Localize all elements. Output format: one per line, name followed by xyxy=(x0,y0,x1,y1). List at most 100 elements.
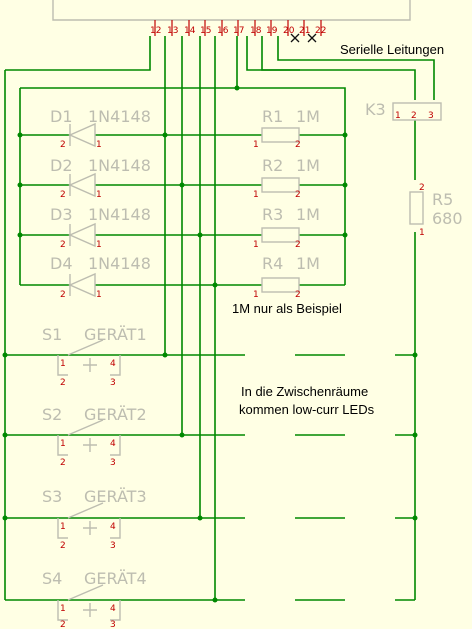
resistor-pin: 2 xyxy=(295,290,301,300)
resistor-value: 1M xyxy=(296,205,320,224)
switch-pin: 1 xyxy=(60,439,66,449)
switch-pin: 4 xyxy=(110,604,116,614)
switch-pin: 1 xyxy=(60,522,66,532)
note-gaps-line2: kommen low-curr LEDs xyxy=(239,402,375,417)
resistor-ref: R2 xyxy=(262,156,283,175)
switch-pin: 1 xyxy=(60,359,66,369)
diode-symbol xyxy=(68,222,96,248)
switch-pin: 4 xyxy=(110,439,116,449)
diode-d2: D2 1N4148 2 1 xyxy=(50,156,151,200)
k3-label: K3 xyxy=(365,100,386,119)
switch-pin: 2 xyxy=(60,541,66,551)
switch-pin: 2 xyxy=(60,620,66,629)
resistor-pin: 2 xyxy=(295,140,301,150)
diode-value: 1N4148 xyxy=(88,107,151,126)
diode-pin: 2 xyxy=(60,290,66,300)
resistor-value: 1M xyxy=(296,156,320,175)
resistor-body xyxy=(261,127,300,143)
pin-number: 16 xyxy=(217,26,229,36)
diode-pin: 1 xyxy=(96,240,102,250)
diode-symbol xyxy=(68,172,96,198)
k3-body xyxy=(392,102,442,121)
pin-number: 18 xyxy=(250,26,262,36)
diode-value: 1N4148 xyxy=(88,205,151,224)
diode-pin: 1 xyxy=(96,290,102,300)
diode-symbol xyxy=(68,272,96,298)
resistor-body xyxy=(261,177,300,193)
resistor-pin: 2 xyxy=(295,190,301,200)
switch-name: GERÄT4 xyxy=(84,569,147,588)
switch-name: GERÄT2 xyxy=(84,405,147,424)
diode-ref: D2 xyxy=(50,156,73,175)
diode-d4: D4 1N4148 2 1 xyxy=(50,254,151,300)
switch-pin: 3 xyxy=(110,541,116,551)
resistor-ref: R4 xyxy=(262,254,283,273)
switch-s1: S1 GERÄT1 1 4 2 3 xyxy=(42,325,147,388)
pin-number: 19 xyxy=(266,26,278,36)
resistor-body xyxy=(261,277,300,293)
r5-ref: R5 xyxy=(432,190,453,209)
resistor-pin: 1 xyxy=(253,140,259,150)
switch-pin: 4 xyxy=(110,359,116,369)
note-1m-example: 1M nur als Beispiel xyxy=(232,301,342,316)
connector-header: 12 13 14 15 16 17 18 19 20 21 22 xyxy=(52,0,411,43)
resistor-ref: R1 xyxy=(262,107,283,126)
switch-pin: 3 xyxy=(110,458,116,468)
note-gaps-line1: In die Zwischenräume xyxy=(241,384,368,399)
connector-pin-stubs xyxy=(154,20,322,36)
connector-k3: K3 1 2 3 xyxy=(365,100,442,121)
diode-pin: 1 xyxy=(96,140,102,150)
resistor-r4: R4 1M 1 2 xyxy=(253,254,320,300)
r5-value: 680 xyxy=(432,209,463,228)
switch-pin: 3 xyxy=(110,378,116,388)
r5-pin: 1 xyxy=(419,228,425,238)
resistor-ref: R3 xyxy=(262,205,283,224)
pin-number: 15 xyxy=(200,26,211,36)
diode-symbol xyxy=(68,122,96,148)
diode-ref: D4 xyxy=(50,254,73,273)
pin-number: 12 xyxy=(150,26,161,36)
diode-pin: 2 xyxy=(60,240,66,250)
diode-d1: D1 1N4148 2 1 xyxy=(50,107,151,150)
diode-d3: D3 1N4148 2 1 xyxy=(50,205,151,250)
pin-number: 21 xyxy=(299,26,310,36)
pin-number: 13 xyxy=(167,26,178,36)
diode-pin: 2 xyxy=(60,190,66,200)
resistor-r3: R3 1M 1 2 xyxy=(253,205,320,250)
resistor-r2: R2 1M 1 2 xyxy=(253,156,320,200)
pin-number: 17 xyxy=(233,26,244,36)
pin-number: 14 xyxy=(184,26,196,36)
switch-pin: 4 xyxy=(110,522,116,532)
resistor-pin: 1 xyxy=(253,190,259,200)
resistor-pin: 1 xyxy=(253,240,259,250)
note-serial-lines: Serielle Leitungen xyxy=(340,42,444,57)
resistor-value: 1M xyxy=(296,254,320,273)
resistor-body xyxy=(261,227,300,243)
resistor-pin: 1 xyxy=(253,290,259,300)
junction-dots xyxy=(2,85,418,603)
switch-ref: S3 xyxy=(42,487,62,506)
switch-symbol xyxy=(57,339,121,376)
resistor-r1: R1 1M 1 2 xyxy=(253,107,320,150)
r5-pin: 2 xyxy=(419,183,425,193)
switch-pin: 3 xyxy=(110,620,116,629)
diode-ref: D3 xyxy=(50,205,73,224)
switch-pin: 1 xyxy=(60,604,66,614)
switch-symbol xyxy=(57,502,121,539)
diode-value: 1N4148 xyxy=(88,156,151,175)
resistor-r5: R5 680 2 1 xyxy=(409,183,463,238)
diode-pin: 2 xyxy=(60,140,66,150)
switch-symbol xyxy=(57,584,121,621)
unconnected-pin-markers xyxy=(290,33,317,43)
connector-pin-numbers: 12 13 14 15 16 17 18 19 20 21 22 xyxy=(150,26,326,36)
diode-value: 1N4148 xyxy=(88,254,151,273)
switch-pin: 2 xyxy=(60,458,66,468)
r5-body xyxy=(409,191,424,225)
switch-s4: S4 GERÄT4 1 4 2 3 xyxy=(42,569,147,629)
pin-number: 22 xyxy=(315,26,326,36)
diode-pin: 1 xyxy=(96,190,102,200)
resistor-value: 1M xyxy=(296,107,320,126)
switch-ref: S4 xyxy=(42,569,62,588)
diode-ref: D1 xyxy=(50,107,73,126)
